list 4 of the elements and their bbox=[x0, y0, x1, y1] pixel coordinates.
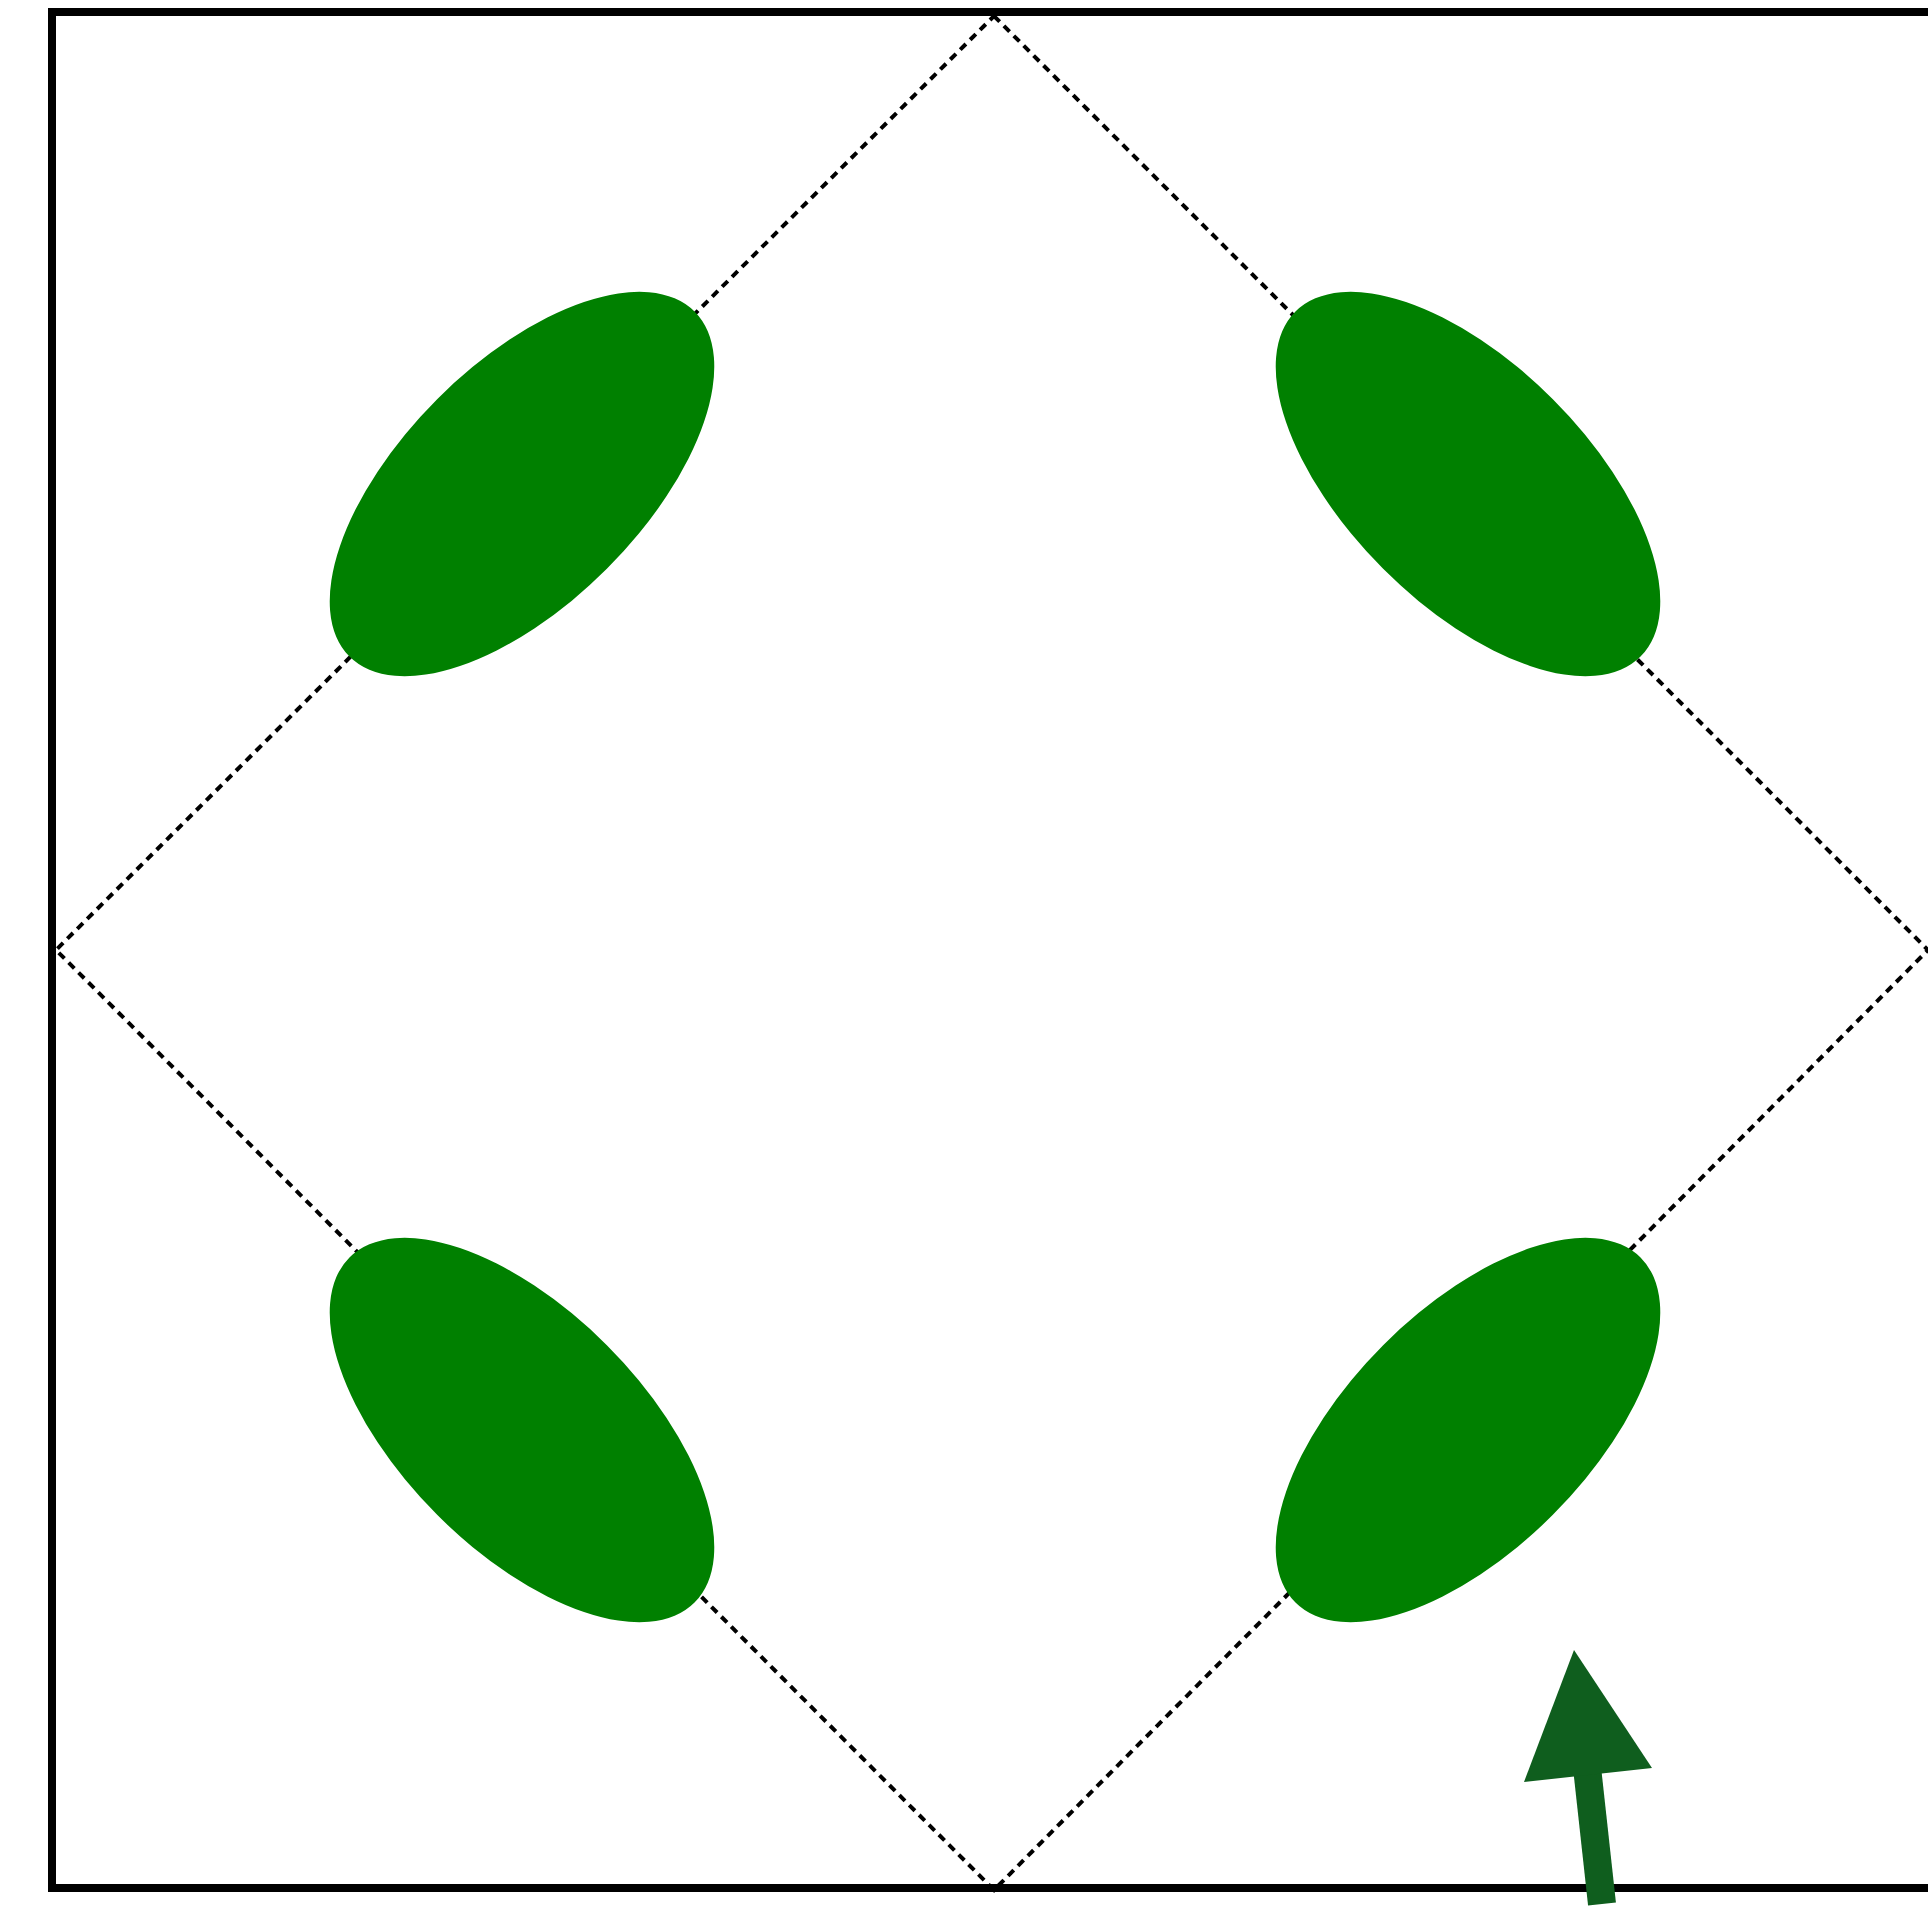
ellipse-shape bbox=[1276, 292, 1660, 676]
ellipse-shape bbox=[1276, 1238, 1660, 1622]
ellipse-shape bbox=[330, 292, 714, 676]
ellipse-shape bbox=[330, 1238, 714, 1622]
